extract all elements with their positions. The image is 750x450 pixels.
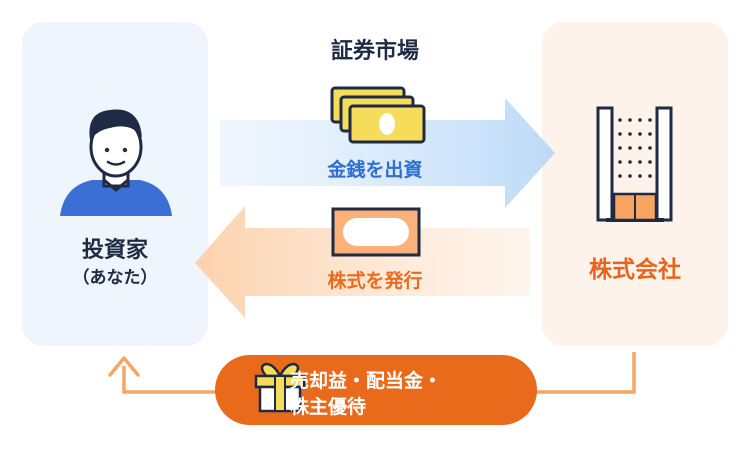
return-label-line2: 株主優待 [290,396,367,418]
return-label-line1: 売却益・配当金・ [290,370,443,392]
banknote-stack-icon [330,86,426,144]
stock-certificate-icon [331,207,421,257]
gift-box-icon [254,362,306,413]
issue-arrow [195,206,530,318]
invest-label: 金銭を出資 [327,159,423,181]
market-title: 証券市場 [330,39,419,64]
company-panel [542,22,728,346]
issue-label: 株式を発行 [327,270,423,292]
investor-subtitle: （あなた） [72,268,158,288]
invest-arrow [220,98,555,208]
building-icon [596,106,673,222]
company-name: 株式会社 [589,257,681,283]
return-label: 売却益・配当金・ 株主優待 [290,368,490,420]
investor-name: 投資家 [81,238,148,263]
person-icon [60,109,172,216]
